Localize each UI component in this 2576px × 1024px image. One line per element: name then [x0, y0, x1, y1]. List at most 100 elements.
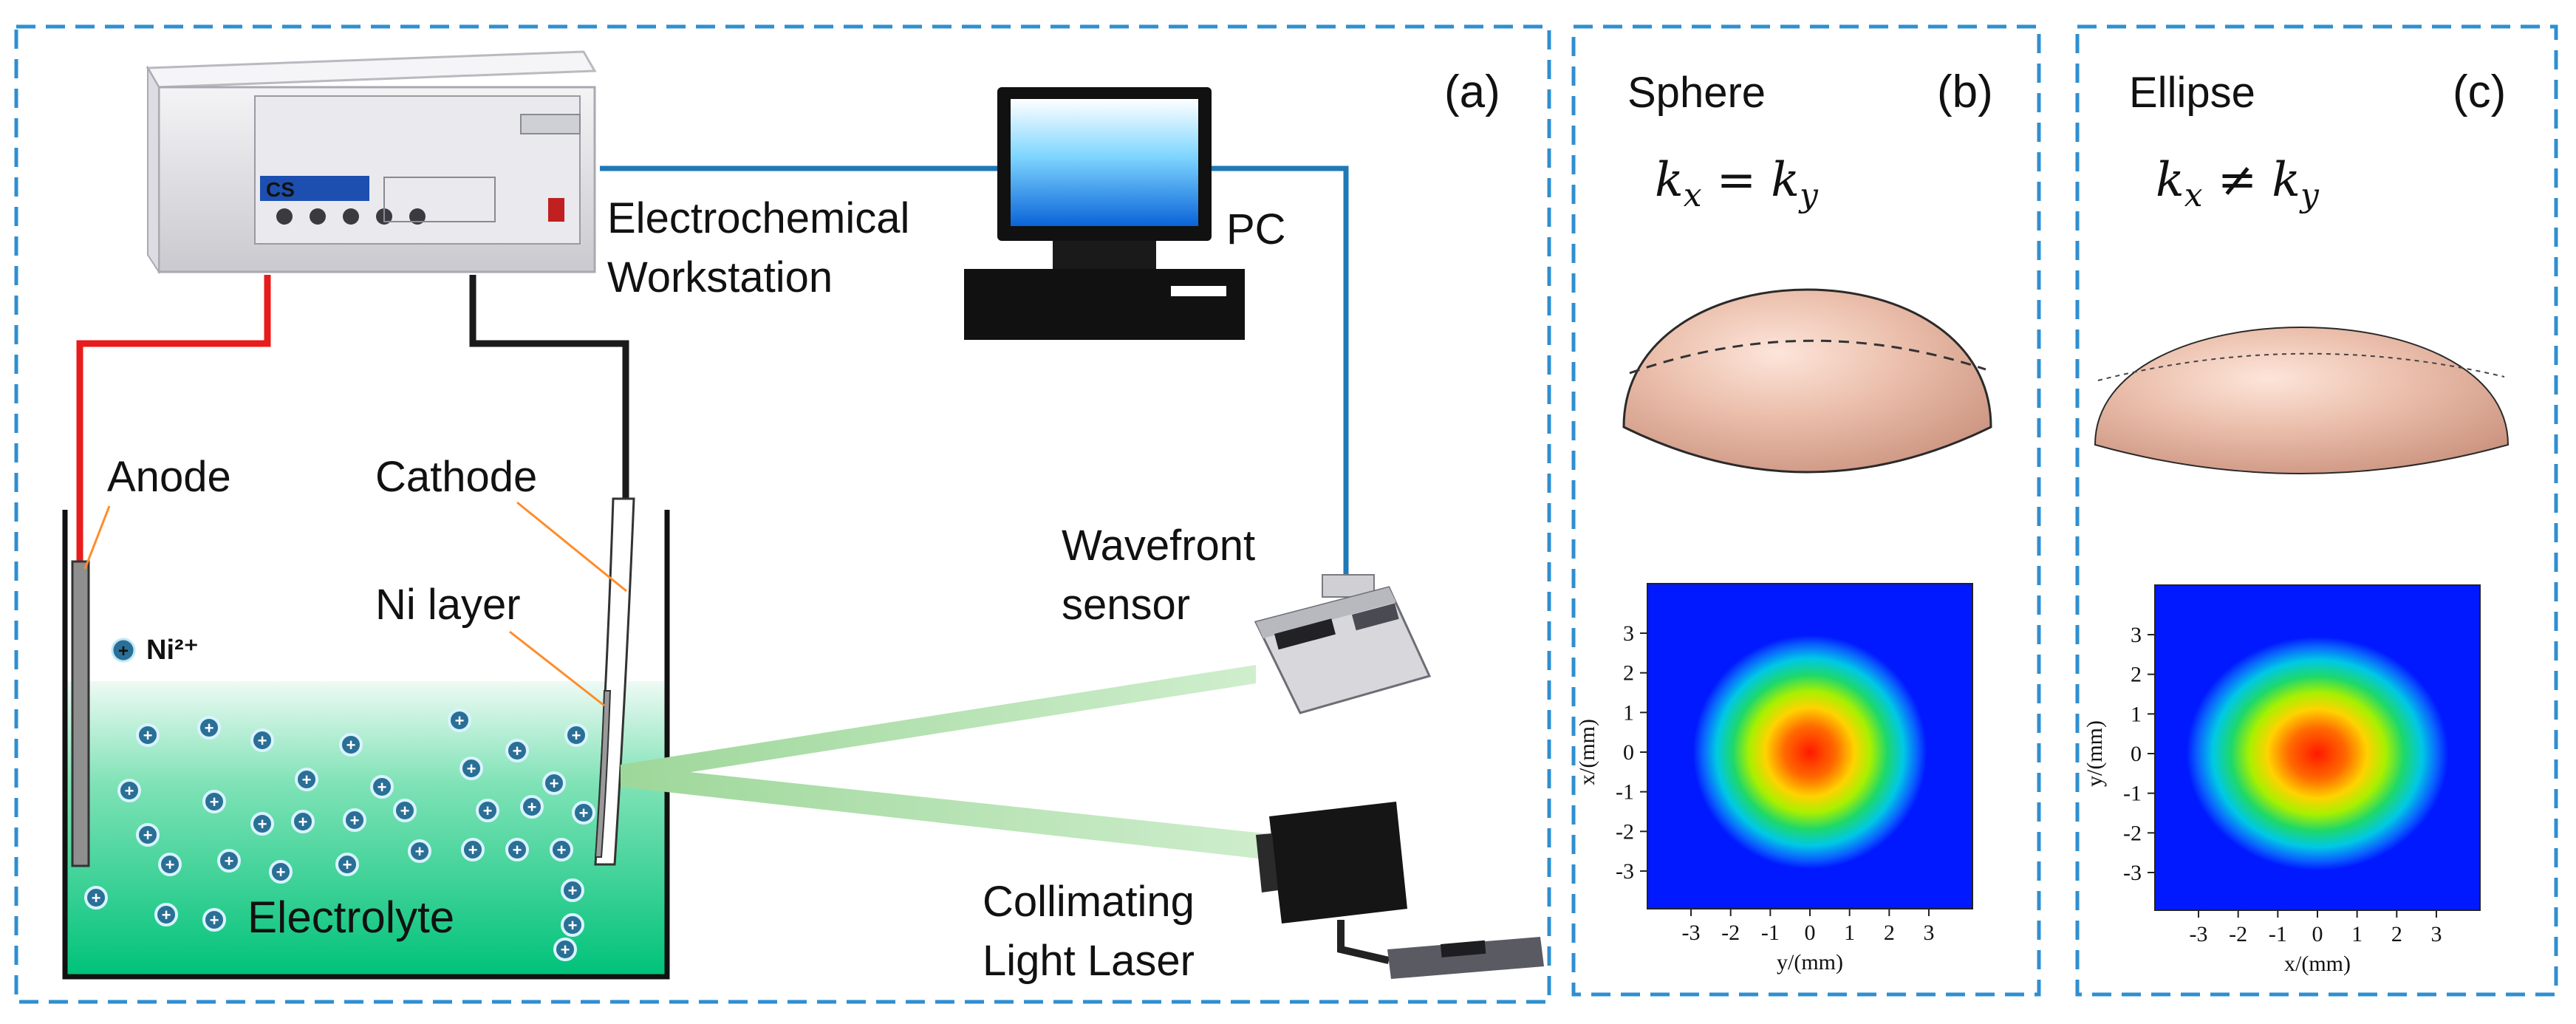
ni-ion — [291, 810, 315, 833]
ni-ion — [505, 739, 529, 762]
frame-c — [2075, 24, 2558, 997]
y-tick-label: 3 — [2131, 623, 2142, 647]
workstation-label-1: Electrochemical — [607, 194, 909, 242]
ellipse-equator — [2097, 352, 2505, 381]
cathode-leader — [516, 501, 627, 593]
x-tick-label: -2 — [1721, 921, 1740, 945]
x-tick-label: -3 — [2190, 922, 2208, 946]
panel-c-tag: (c) — [2453, 66, 2506, 117]
ni-ion-plus: + — [483, 802, 493, 820]
y-tick-label: 2 — [2131, 663, 2142, 687]
ni-ion — [393, 799, 417, 822]
ni-ion-plus: + — [92, 889, 101, 907]
x-tick-label: 1 — [2351, 922, 2363, 946]
ni-ion — [505, 838, 529, 861]
heatmap-spot — [2186, 636, 2449, 871]
ni-ion-plus: + — [513, 742, 522, 760]
panel-frames — [14, 24, 2558, 1004]
y-axis-label: y/(mm) — [2083, 720, 2107, 787]
y-tick-label: 2 — [1623, 661, 1634, 686]
ni-layer-leader — [509, 630, 605, 707]
ni-ion — [561, 878, 584, 902]
ni-ion — [197, 716, 221, 740]
pc — [964, 87, 1245, 340]
panel-a: (a) CS Electrochemical Workstation — [62, 50, 1544, 985]
electrolytic-cell: +++++++++++++++++++++++++++++++++++ + Ni… — [62, 497, 670, 980]
ni-ion-plus: + — [298, 813, 308, 831]
ni-ion — [136, 823, 160, 847]
ni-ion — [553, 938, 577, 961]
wavefront-label-1: Wavefront — [1062, 522, 1255, 570]
y-tick-label: -2 — [1616, 819, 1634, 844]
ni-ion-plus: + — [162, 906, 171, 924]
wavefront-label-2: sensor — [1062, 581, 1190, 629]
ni-ion — [461, 838, 485, 861]
sphere-dome — [1622, 288, 1992, 474]
ni-ion — [370, 775, 394, 799]
heatmap-spot — [1692, 635, 1927, 870]
ni-ion — [154, 903, 178, 926]
ni-ion-plus: + — [377, 778, 387, 796]
ni-ion-plus: + — [210, 911, 219, 929]
ni-ion — [269, 860, 293, 884]
electrolyte-label: Electrolyte — [247, 892, 454, 942]
ni-ion — [117, 779, 141, 802]
ni-ion-plus: + — [165, 856, 175, 874]
ni-ion-plus: + — [467, 760, 476, 778]
panel-b-shape-label: Sphere — [1627, 69, 1766, 117]
ni-ion-plus: + — [400, 802, 410, 820]
tank-walls — [62, 510, 670, 980]
x-tick-label: 3 — [2430, 922, 2442, 946]
y-tick-label: -3 — [2123, 861, 2142, 885]
laser-label-1: Collimating — [983, 878, 1195, 926]
y-tick-label: -1 — [1616, 780, 1634, 805]
ni-ion — [550, 838, 573, 861]
collimating-laser — [1256, 802, 1544, 979]
x-tick-label: 2 — [2391, 922, 2402, 946]
reflected-beam — [621, 665, 1256, 783]
ni-ion-plus: + — [258, 815, 267, 833]
laser-label-2: Light Laser — [983, 937, 1195, 985]
ni-ion-plus: + — [568, 881, 578, 900]
ni-ion-plus: + — [258, 731, 267, 750]
ni-ion-plus: + — [579, 804, 589, 822]
incident-beam — [621, 765, 1278, 861]
ni-ion-plus: + — [415, 842, 425, 861]
sphere-equator — [1629, 339, 1986, 375]
workstation-label-2: Workstation — [607, 253, 833, 301]
ni-ion-plus: + — [572, 726, 581, 745]
electrochemical-workstation: CS — [146, 50, 597, 275]
ni-ion-plus: + — [561, 941, 570, 959]
ni-ion — [202, 908, 226, 932]
ni-ion-plus: + — [125, 782, 134, 800]
anode-label: Anode — [107, 453, 231, 501]
ni-ion-plus: + — [346, 736, 356, 754]
panel-b: (b) Sphere kx=ky -33-22-11001-12-23-3y/(… — [1575, 66, 1993, 974]
x-tick-label: -1 — [1761, 921, 1780, 945]
ni-ion-plus: + — [350, 811, 360, 830]
y-tick-label: -3 — [1616, 859, 1634, 884]
ni-ion-plus: + — [568, 916, 578, 935]
ni-ion-plus: + — [210, 793, 219, 811]
ni-ion — [542, 771, 566, 795]
ni-ion — [158, 853, 182, 876]
ni-ion-plus: + — [225, 852, 234, 870]
panel-b-equation: kx=ky — [1655, 153, 1819, 214]
pc-label: PC — [1226, 205, 1286, 253]
y-tick-label: 3 — [1623, 621, 1634, 646]
ni-ion-plus: + — [513, 841, 522, 859]
ni-ion — [561, 913, 584, 937]
ni-ion-plus: + — [143, 726, 153, 745]
ni-ion — [459, 757, 483, 780]
y-tick-label: 0 — [1623, 740, 1634, 765]
y-tick-label: 1 — [2131, 702, 2142, 726]
ni-ion — [335, 853, 359, 876]
x-tick-label: 0 — [2312, 922, 2323, 946]
anode-leader — [83, 505, 111, 570]
ni-ion-plus: + — [302, 771, 312, 789]
anode-electrode — [71, 560, 90, 867]
ion-label: Ni²⁺ — [146, 635, 199, 666]
x-tick-label: 1 — [1844, 921, 1855, 945]
